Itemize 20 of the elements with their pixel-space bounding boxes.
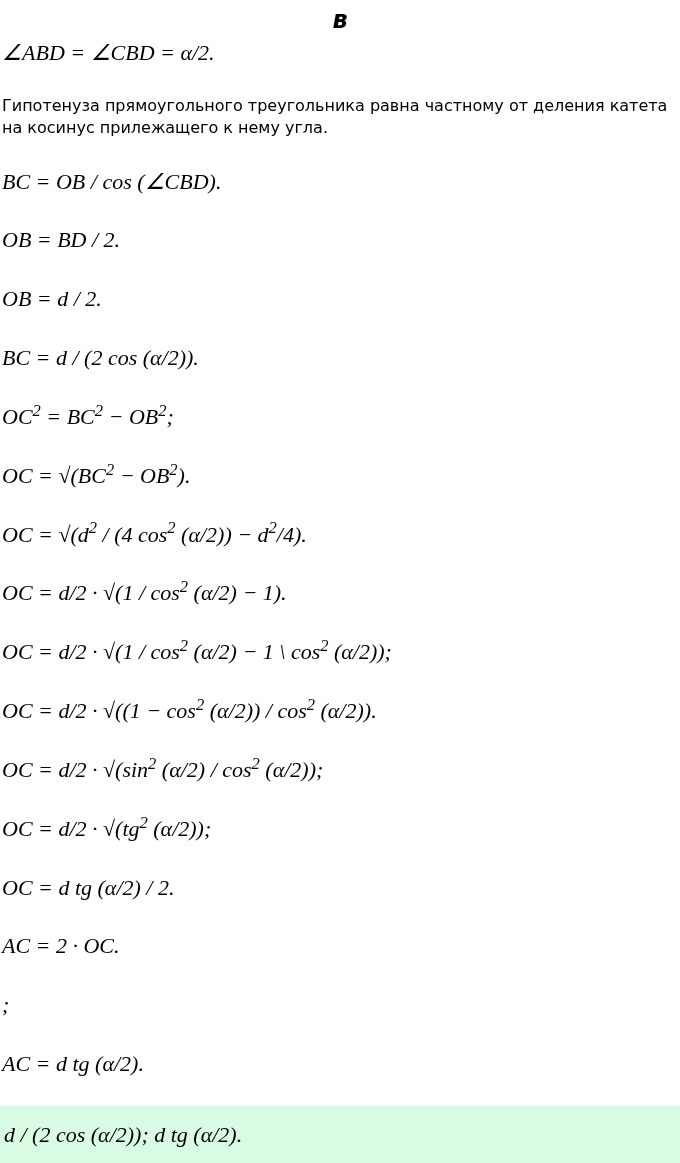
formula: OC = d/2 · √((1 − cos$^{2}$ (α/2)) / cos$^{2}$ (α/2)). [2, 698, 377, 724]
explanation-text: Гипотенуза прямоугольного треугольника равна частному от деления катета на косинус прилежащего к нему угла. [2, 94, 669, 139]
formula: ∠ABD = ∠CBD = α/2. [2, 40, 215, 65]
section-heading: в [332, 5, 348, 36]
formula: OC = d/2 · √(sin$^{2}$ (α/2) / cos$^{2}$ (α/2)); [2, 756, 324, 782]
formula: AC = d tg (α/2). [2, 1051, 144, 1077]
answer-formula: d / (2 cos (α/2)); d tg (α/2). [4, 1121, 243, 1147]
formula: OC$^{2}$ = BC$^{2}$ − OB$^{2}$; [2, 403, 174, 429]
formula: OC = d/2 · √(1 / cos$^{2}$ (α/2) − 1). [2, 580, 287, 606]
formula: OC = √(d$^{2}$ / (4 cos$^{2}$ (α/2)) − d$^{2}$/4). [2, 521, 307, 547]
formula: BC = d / (2 cos (α/2)). [2, 345, 199, 371]
formula: OC = √(BC$^{2}$ − OB$^{2}$). [2, 462, 191, 488]
formula: OB = BD / 2. [2, 227, 121, 253]
formula: OB = d / 2. [2, 286, 102, 312]
formula: OC = d tg (α/2) / 2. [2, 874, 175, 900]
formula: ; [2, 992, 10, 1018]
formula: BC = OB / cos (∠CBD). [2, 168, 222, 194]
formula: OC = d/2 · √(tg$^{2}$ (α/2)); [2, 815, 212, 841]
formula: AC = 2 · OC. [2, 933, 120, 959]
formula: OC = d/2 · √(1 / cos$^{2}$ (α/2) − 1 \ cos$^{2}$ (α/2)); [2, 639, 392, 665]
